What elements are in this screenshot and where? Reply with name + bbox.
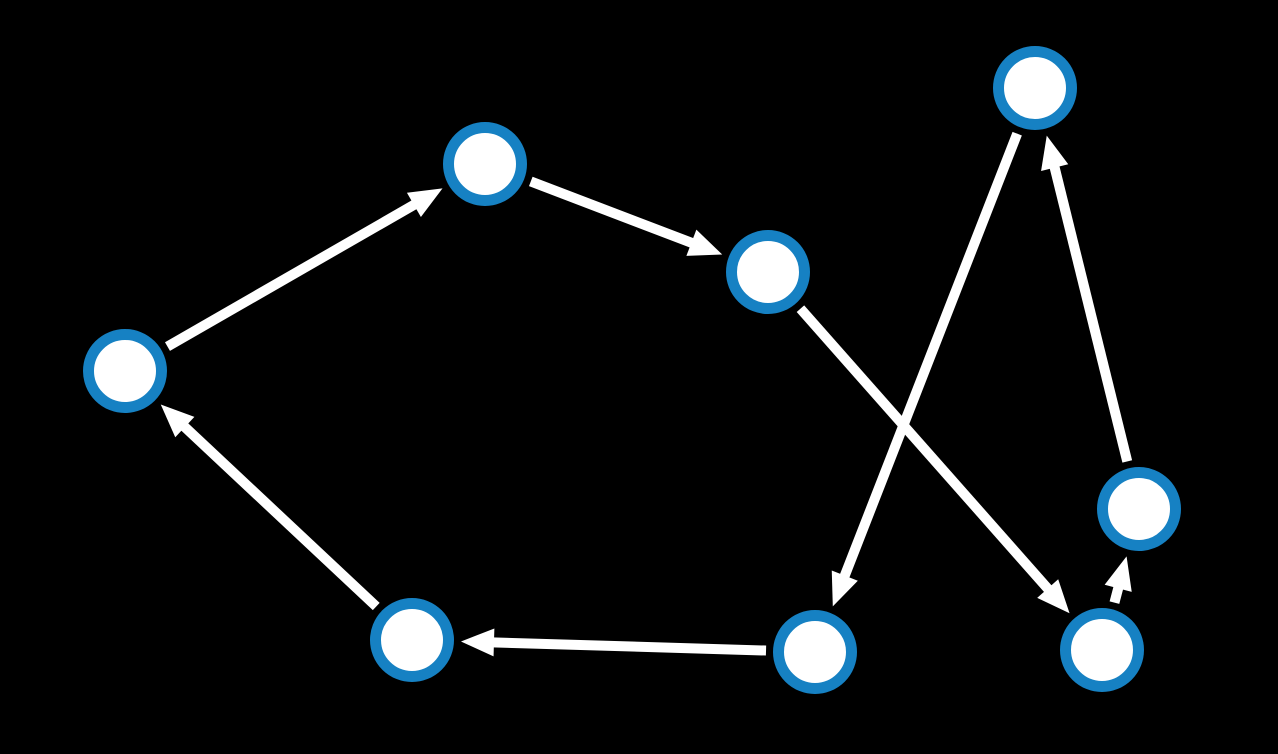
graph-edge-n4-n2 bbox=[164, 188, 443, 351]
graph-node-n4 bbox=[83, 329, 167, 413]
graph-node-n6 bbox=[370, 598, 454, 682]
graph-edge-n5-n1 bbox=[1041, 135, 1133, 463]
arrowhead-icon bbox=[1037, 579, 1070, 614]
graph-edge-n3-n8 bbox=[796, 305, 1070, 614]
edge-line bbox=[1109, 585, 1124, 604]
arrowhead-icon bbox=[1041, 135, 1069, 171]
graph-edge-n2-n3 bbox=[528, 176, 723, 256]
arrowhead-icon bbox=[831, 570, 858, 607]
arrowhead-icon bbox=[406, 188, 443, 218]
edge-line bbox=[1049, 164, 1133, 463]
arrowhead-icon bbox=[1104, 556, 1132, 592]
graph-node-n8 bbox=[1060, 608, 1144, 692]
graph-node-n5 bbox=[1097, 467, 1181, 551]
graph-node-n7 bbox=[773, 610, 857, 694]
arrowhead-icon bbox=[160, 404, 195, 438]
graph-edge-n1-n7 bbox=[831, 131, 1022, 607]
edge-line bbox=[164, 199, 419, 351]
arrowhead-icon bbox=[460, 628, 495, 657]
graph-edge-n6-n4 bbox=[160, 404, 380, 611]
graph-node-n1 bbox=[993, 46, 1077, 130]
graph-edge-n8-n5 bbox=[1104, 556, 1132, 604]
edge-line bbox=[179, 422, 380, 611]
graph-edge-n7-n6 bbox=[460, 628, 767, 657]
arrowhead-icon bbox=[686, 229, 723, 256]
graph-node-n3 bbox=[726, 230, 810, 314]
edge-line bbox=[839, 131, 1022, 580]
edge-line bbox=[796, 305, 1053, 594]
edge-line bbox=[491, 637, 767, 656]
graph-node-n2 bbox=[443, 122, 527, 206]
edge-line bbox=[528, 176, 696, 249]
